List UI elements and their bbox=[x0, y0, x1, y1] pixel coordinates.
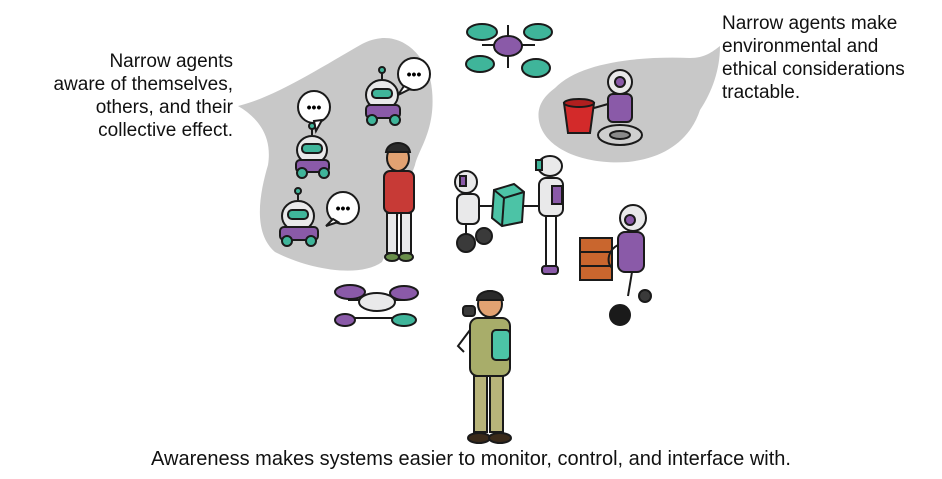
right-caption-line-4: tractable. bbox=[722, 82, 801, 103]
drone-bottom bbox=[334, 284, 419, 327]
rover-robot-3 bbox=[279, 187, 319, 247]
right-caption-line-1: Narrow agents make bbox=[722, 13, 898, 34]
robot-left-exchange bbox=[454, 170, 494, 253]
speech-bubble-3: ••• bbox=[325, 191, 360, 227]
left-caption-line-4: collective effect. bbox=[98, 120, 233, 141]
right-caption-line-3: ethical considerations bbox=[722, 59, 905, 80]
speech-bubble-dots: ••• bbox=[336, 200, 351, 216]
speech-bubble-dots: ••• bbox=[307, 99, 322, 115]
robot-with-crate bbox=[579, 204, 652, 326]
speech-bubble-1: ••• bbox=[395, 57, 431, 98]
left-caption-line-3: others, and their bbox=[95, 97, 233, 118]
person-with-binoculars bbox=[456, 290, 512, 444]
drone-top bbox=[465, 23, 553, 78]
speech-bubble-dots: ••• bbox=[407, 66, 422, 82]
green-box bbox=[490, 182, 526, 228]
robot-with-bucket bbox=[562, 69, 643, 146]
rover-robot-2 bbox=[295, 122, 330, 179]
robot-tall-exchange bbox=[524, 155, 564, 275]
bottom-caption: Awareness makes systems easier to monito… bbox=[151, 448, 791, 470]
person-red-shirt bbox=[383, 142, 415, 262]
rover-robot-1 bbox=[365, 66, 401, 126]
left-caption-line-1: Narrow agents bbox=[109, 51, 233, 72]
right-caption-line-2: environmental and bbox=[722, 36, 879, 57]
left-caption-line-2: aware of themselves, bbox=[53, 74, 233, 95]
left-caption: Narrow agents aware of themselves, other… bbox=[0, 50, 233, 142]
right-caption: Narrow agents make environmental and eth… bbox=[722, 12, 937, 104]
